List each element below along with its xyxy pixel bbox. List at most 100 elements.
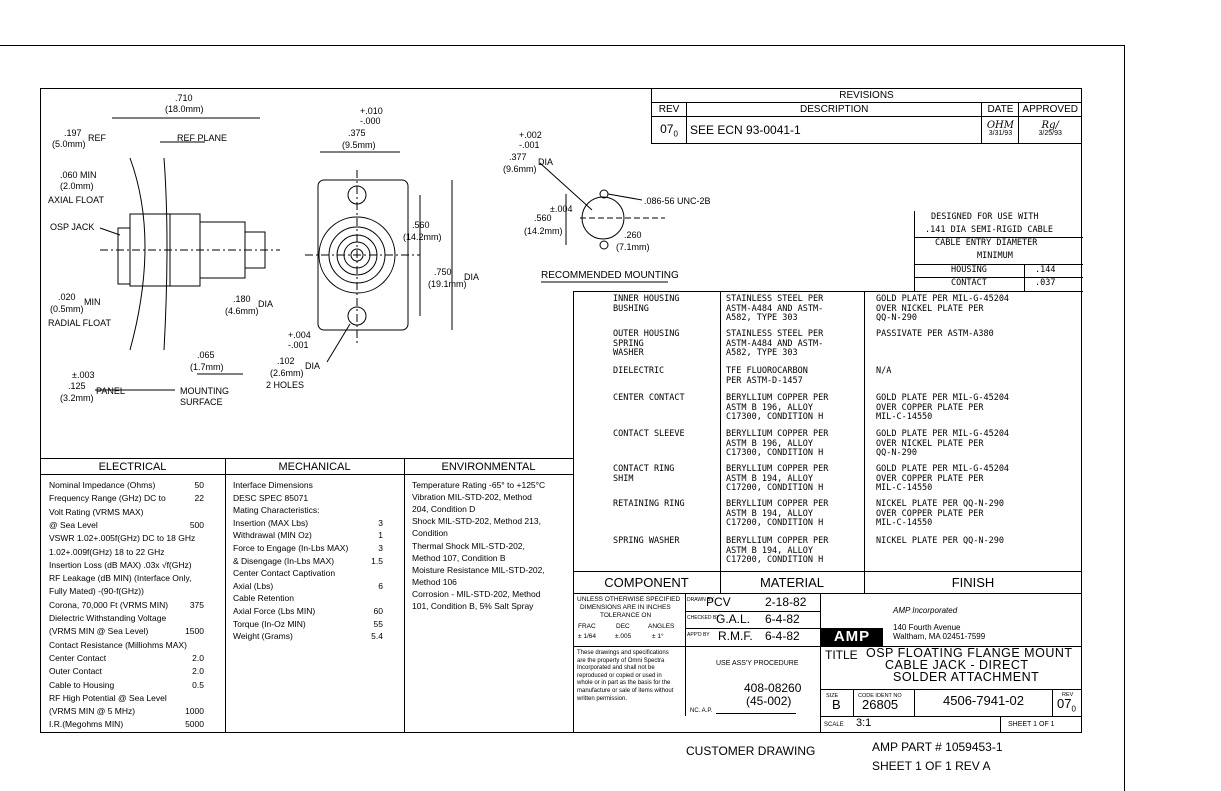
tol-004-label: +.004 — [288, 330, 311, 340]
checked-date: 6-4-82 — [765, 612, 800, 626]
dim-197-label: .197 — [64, 128, 82, 138]
bom-col-2 — [864, 291, 865, 593]
mechanical-row-value: 1 — [378, 530, 383, 541]
environmental-row: Corrosion - MIL-STD-202, Method — [412, 588, 541, 599]
tol-frac: FRAC — [578, 623, 596, 630]
environmental-row: Moisture Resistance MIL-STD-202, — [412, 564, 545, 575]
tol-line2: DIMENSIONS ARE IN INCHES — [580, 604, 671, 611]
tol-001-label: -.001 — [288, 340, 309, 350]
bom-component: CENTER CONTACT — [613, 393, 685, 403]
code-ident-label: CODE IDENT NO — [858, 693, 902, 699]
rev-subnumber: 0 — [673, 129, 678, 139]
leader-r377 — [539, 162, 593, 211]
tb-scale-line — [820, 716, 1082, 717]
bom-material: BERYLLIUM COPPER PER ASTM B 194, ALLOY C… — [726, 464, 829, 493]
dim-180-dia: DIA — [258, 299, 274, 309]
electrical-row-value: 2.0 — [192, 666, 204, 677]
jack-shank — [199, 221, 246, 279]
size-value: B — [832, 697, 841, 712]
electrical-row-label: Nominal Impedance (Ohms) — [49, 480, 156, 490]
tol-dec-value: ±.005 — [615, 633, 632, 640]
cable-spec-divider2 — [915, 264, 1083, 265]
environmental-row: Vibration MIL-STD-202, Method — [412, 492, 532, 503]
rev-label: REV — [1062, 692, 1074, 698]
recommended-mounting-label: RECOMMENDED MOUNTING — [541, 270, 679, 281]
dim-197-mm: (5.0mm) — [52, 139, 86, 149]
bom-material: BERYLLIUM COPPER PER ASTM B 194, ALLOY C… — [726, 499, 829, 528]
bom-finish: NICKEL PLATE PER QQ-N-290 OVER COPPER PL… — [876, 499, 1004, 528]
tol-000-label: -.000 — [360, 116, 381, 126]
sheet-label: SHEET 1 OF 1 — [1008, 721, 1055, 728]
dim-020-mm: (0.5mm) — [50, 304, 84, 314]
environmental-title: ENVIRONMENTAL — [441, 461, 536, 473]
bom-component: INNER HOUSING BUSHING — [613, 294, 680, 314]
tb-col-sheet — [1000, 716, 1001, 733]
flange-arc-right — [163, 157, 168, 351]
rev-date: 3/31/93 — [988, 130, 1013, 137]
electrical-row-label: 1.02+.009f(GHz) 18 to 22 GHz — [49, 546, 165, 557]
r-260-mm: (7.1mm) — [616, 242, 650, 252]
mechanical-row-label: Cable Retention — [233, 593, 294, 604]
rev-cell: 070 — [651, 116, 687, 144]
size-label: SIZE — [826, 693, 839, 699]
title-line3: SOLDER ATTACHMENT — [893, 670, 1040, 684]
tol-angles: ANGLES — [648, 623, 675, 630]
bom-component: CONTACT RING SHIM — [613, 464, 675, 484]
amp-part-number: AMP PART # 1059453-1 — [872, 740, 1003, 754]
ref-label: REF — [88, 133, 106, 143]
component-header: COMPONENT — [604, 575, 689, 590]
bom-material: STAINLESS STEEL PER ASTM-A484 AND ASTM- … — [726, 294, 824, 323]
nc-ap-label: NC. A.P. — [690, 708, 713, 714]
rev-approved-signature: Rg/ — [1041, 120, 1059, 131]
address-line1: 140 Fourth Avenue — [893, 623, 961, 632]
checked-by: G.A.L. — [716, 612, 751, 626]
environmental-row: Condition — [412, 528, 448, 539]
bom-header-top — [573, 571, 1082, 572]
tb-col-tol — [685, 593, 686, 646]
tol-angles-value: ± 1° — [652, 633, 664, 640]
mechanical-row-label: & Disengage (In-Lbs MAX) — [233, 555, 335, 566]
spec-table-header-line — [40, 474, 573, 475]
r-tol-002: +.002 — [519, 130, 542, 140]
drawing-frame — [40, 88, 1082, 733]
r-tol-001: -.001 — [519, 140, 540, 150]
bom-finish: GOLD PLATE PER MIL-G-45204 OVER NICKEL P… — [876, 429, 1010, 458]
mounting-label: MOUNTING — [180, 386, 229, 396]
electrical-row-label: Volt Rating (VRMS MAX) — [49, 506, 144, 517]
nc-ap-line — [716, 713, 796, 714]
address-line2: Waltham, MA 02451-7599 — [893, 632, 986, 641]
amp-logo: AMP — [821, 628, 883, 646]
dim-750-label: .750 — [434, 267, 452, 277]
scale-label: SCALE — [824, 722, 844, 728]
revisions-right-edge — [1081, 88, 1082, 144]
electrical-row-value: 50 — [194, 480, 204, 490]
r-377-dia: DIA — [538, 157, 554, 167]
rev-date-signature: OHM — [986, 120, 1014, 131]
bom-component: SPRING WASHER — [613, 536, 680, 546]
dim-750-dia: DIA — [464, 272, 480, 282]
mechanical-row-label: Torque (In-Oz MIN) — [233, 618, 306, 629]
osp-jack-label: OSP JACK — [50, 222, 95, 232]
rev-value-sub: 0 — [1071, 704, 1076, 714]
environmental-row: Method 106 — [412, 576, 457, 587]
mechanical-row-label: Axial Force (Lbs MIN) — [233, 606, 316, 616]
title-line1: OSP FLOATING FLANGE MOUNT — [866, 646, 1073, 660]
electrical-row-label: I.R.(Megohms MIN) — [49, 719, 124, 730]
r-560-label: .560 — [534, 213, 552, 223]
electrical-row-label: Fully Mated) -(90-f(GHz)) — [49, 586, 144, 597]
spec-col-1 — [225, 458, 226, 733]
electrical-row-label: RF High Potential @ Sea Level — [49, 692, 167, 703]
procedure-sub: (45-002) — [746, 694, 792, 708]
mechanical-row-value: 3 — [378, 517, 383, 528]
tb-col-code — [914, 689, 915, 716]
mechanical-row-label: Interface Dimensions — [233, 480, 313, 490]
bom-finish: GOLD PLATE PER MIL-G-45204 OVER NICKEL P… — [876, 294, 1010, 323]
bom-component: OUTER HOUSING SPRING WASHER — [613, 329, 680, 358]
checked-label: CHECKED BY — [687, 615, 720, 621]
cable-spec-line4: MINIMUM — [977, 251, 1013, 261]
surface-label: SURFACE — [180, 397, 223, 407]
spec-col-2 — [404, 458, 405, 733]
electrical-row-label: Insertion Loss (dB MAX) .03x √f(GHz) — [49, 559, 192, 570]
bom-finish: NICKEL PLATE PER QQ-N-290 — [876, 536, 1004, 546]
cable-spec-line1: DESIGNED FOR USE WITH — [931, 212, 1039, 222]
